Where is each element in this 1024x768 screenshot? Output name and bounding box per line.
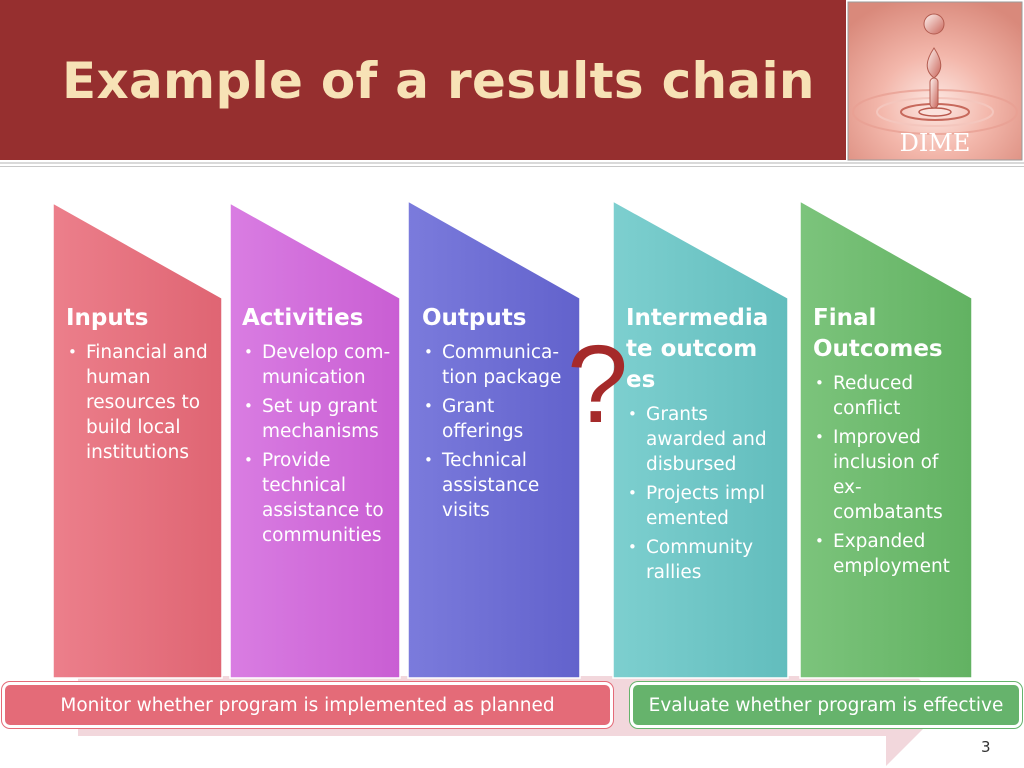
- list-item: Grant offerings: [422, 394, 572, 444]
- list-item: Set up grant mechanisms: [242, 394, 394, 444]
- column-title: Final Outcomes: [813, 303, 963, 365]
- column-activities: Activities Develop com-munication Set up…: [242, 303, 394, 552]
- list-item: Financial and human resources to build l…: [66, 340, 218, 465]
- question-mark: ?: [567, 325, 628, 445]
- column-intermediate-outcomes: Intermediate outcomes Grants awarded and…: [626, 303, 772, 589]
- column-final-outcomes: Final Outcomes Reduced conflict Improved…: [813, 303, 963, 583]
- list-item: Develop com-munication: [242, 340, 394, 390]
- list-item: Provide technical assistance to communit…: [242, 448, 394, 548]
- list-item: Reduced conflict: [813, 371, 963, 421]
- column-title: Inputs: [66, 303, 218, 334]
- column-title: Outputs: [422, 303, 572, 334]
- list-item: Expanded employment: [813, 529, 963, 579]
- list-item: Grants awarded and disbursed: [626, 402, 772, 477]
- list-item: Improved inclusion of ex-combatants: [813, 425, 963, 525]
- column-title: Activities: [242, 303, 394, 334]
- list-item: Community rallies: [626, 535, 772, 585]
- column-title: Intermediate outcomes: [626, 303, 772, 396]
- column-inputs: Inputs Financial and human resources to …: [66, 303, 218, 469]
- evaluate-label: Evaluate whether program is effective: [630, 682, 1022, 728]
- list-item: Technical assistance visits: [422, 448, 572, 523]
- page-number: 3: [981, 738, 991, 756]
- monitor-label: Monitor whether program is implemented a…: [2, 682, 613, 728]
- list-item: Projects implemented: [626, 481, 772, 531]
- column-outputs: Outputs Communica-tion package Grant off…: [422, 303, 572, 527]
- list-item: Communica-tion package: [422, 340, 572, 390]
